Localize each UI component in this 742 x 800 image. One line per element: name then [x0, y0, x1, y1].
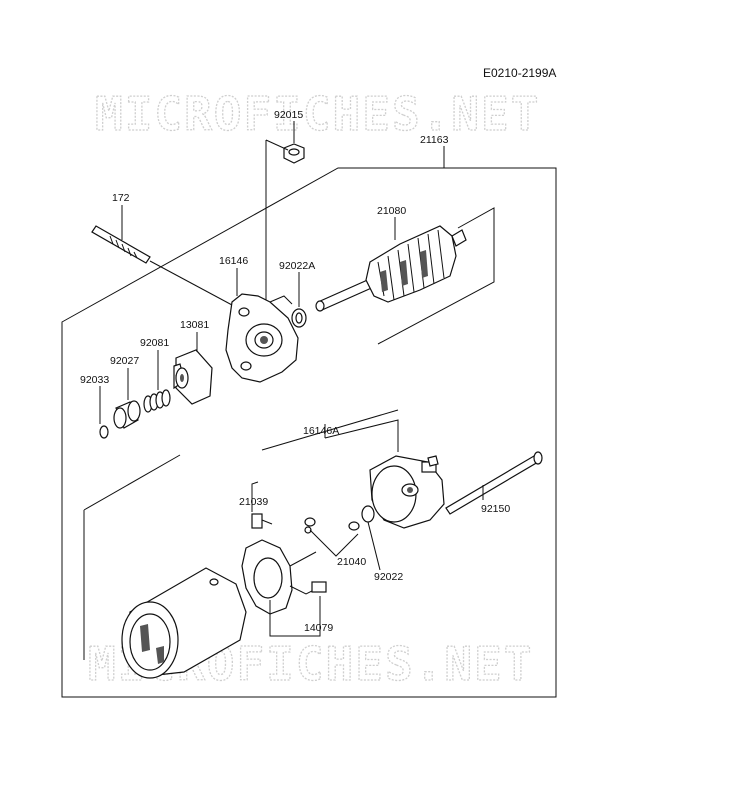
part-13081-pinion — [173, 349, 213, 405]
label-92150: 92150 — [481, 503, 510, 515]
label-92033: 92033 — [80, 374, 109, 386]
drawing-code: E0210-2199A — [483, 66, 556, 80]
part-14079-brush-holder — [241, 539, 327, 615]
label-21080: 21080 — [377, 205, 406, 217]
label-92027: 92027 — [110, 355, 139, 367]
part-92022-washer — [361, 505, 375, 523]
label-92022a: 92022A — [279, 260, 315, 272]
label-16146a: 16146A — [303, 425, 339, 437]
part-92027-collar — [113, 400, 141, 429]
part-92033-circlip — [99, 425, 109, 439]
part-21040-nuts — [304, 517, 360, 534]
label-13081: 13081 — [180, 319, 209, 331]
assembly-frame — [61, 167, 557, 698]
part-yoke-housing — [121, 567, 247, 679]
part-172-bolt — [91, 225, 151, 264]
label-92081: 92081 — [140, 337, 169, 349]
label-172: 172 — [112, 192, 130, 204]
part-92015-nut — [283, 143, 305, 164]
part-16146a-end-cover — [369, 455, 445, 529]
part-21039-brush — [251, 513, 273, 529]
label-16146: 16146 — [219, 255, 248, 267]
label-21039: 21039 — [239, 496, 268, 508]
label-21163: 21163 — [420, 134, 449, 146]
label-21040: 21040 — [337, 556, 366, 568]
part-92022a-washer — [291, 308, 307, 328]
part-21080-armature — [315, 225, 467, 312]
part-92150-bolt — [445, 451, 543, 515]
watermark-top: MICROFICHES.NET — [95, 87, 540, 141]
part-92081-spring — [143, 389, 171, 413]
label-92022: 92022 — [374, 571, 403, 583]
part-16146-bracket — [225, 293, 299, 383]
label-92015: 92015 — [274, 109, 303, 121]
label-14079: 14079 — [304, 622, 333, 634]
